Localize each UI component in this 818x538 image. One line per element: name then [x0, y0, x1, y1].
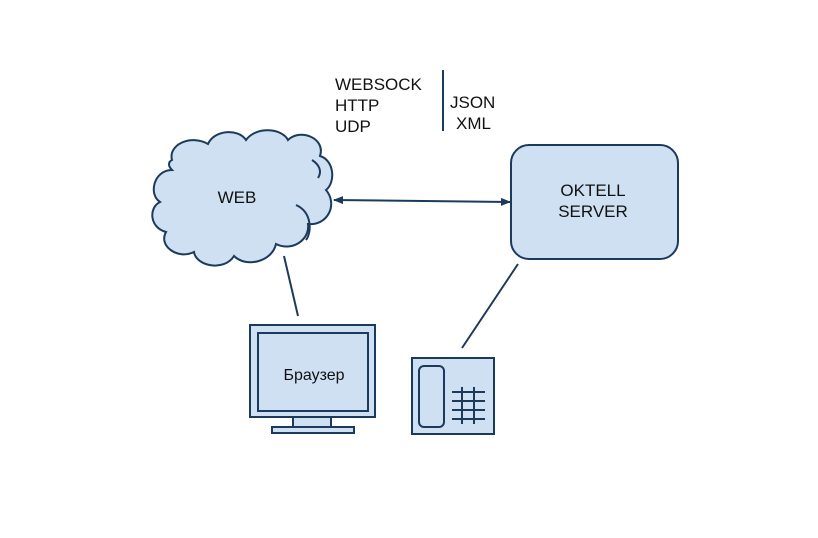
cloud-inner-curve-2 — [311, 159, 321, 179]
monitor-screen — [257, 332, 369, 412]
cloud-shape — [151, 129, 334, 267]
protocol-labels: WEBSOCK HTTP UDP JSON XML — [335, 70, 495, 136]
phone-keypad-icon — [452, 387, 485, 424]
cloud-inner-curve — [295, 204, 311, 241]
browser-node: Браузер — [249, 324, 376, 434]
server-node: OKTELL SERVER — [510, 144, 679, 260]
phone-handset-icon — [418, 365, 445, 428]
format-xml: XML — [456, 114, 491, 133]
browser-label: Браузер — [283, 367, 344, 384]
connections — [283, 196, 519, 349]
server-label-line-1: OKTELL — [560, 181, 625, 200]
protocol-udp: UDP — [335, 117, 371, 136]
monitor-base — [271, 426, 355, 434]
web-browser-line — [283, 255, 299, 317]
server-phone-line — [461, 263, 519, 349]
web-server-arrow — [333, 196, 511, 206]
phone-node — [411, 357, 495, 435]
web-node: WEB — [151, 129, 334, 267]
server-label-line-2: SERVER — [558, 202, 628, 221]
server-box — [510, 144, 679, 260]
protocol-websock: WEBSOCK — [335, 75, 423, 94]
monitor-neck — [292, 416, 332, 428]
format-json: JSON — [450, 93, 495, 112]
web-label: WEB — [218, 188, 257, 207]
protocol-http: HTTP — [335, 96, 379, 115]
